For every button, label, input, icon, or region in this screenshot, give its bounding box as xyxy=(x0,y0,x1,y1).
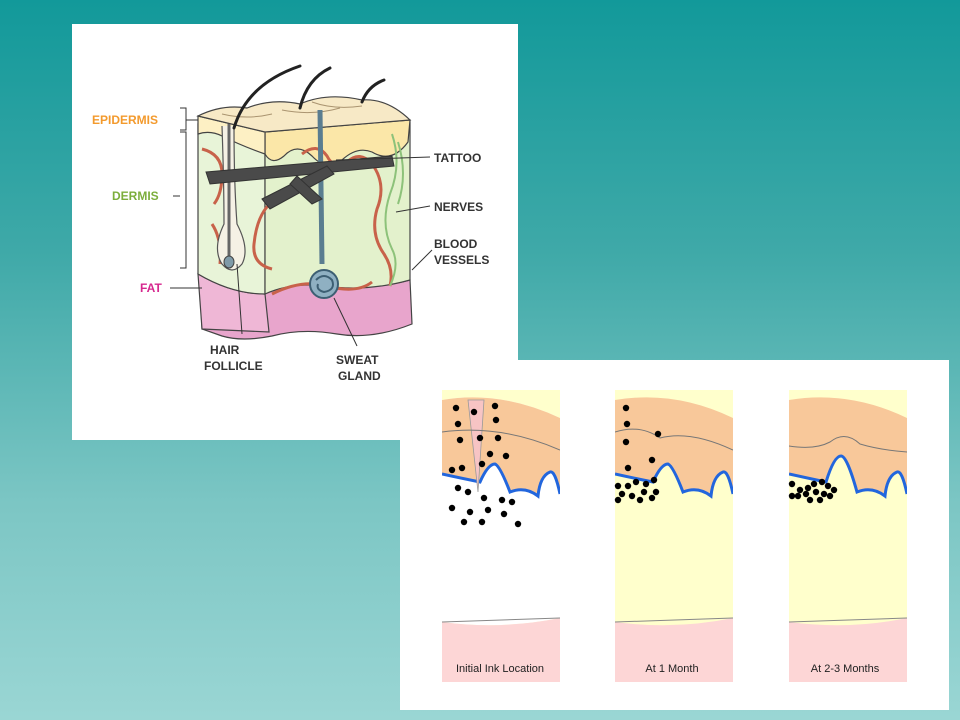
label-gland: GLAND xyxy=(338,369,381,383)
label-hair: HAIR xyxy=(210,343,240,357)
caption-initial: Initial Ink Location xyxy=(456,663,544,675)
label-follicle: FOLLICLE xyxy=(204,359,263,373)
ink-stages-panel: Initial Ink Location At 1 Month At 2-3 M… xyxy=(400,360,949,710)
label-vessels: VESSELS xyxy=(434,253,489,267)
label-epidermis: EPIDERMIS xyxy=(92,113,158,127)
hairs xyxy=(232,64,386,130)
label-blood: BLOOD xyxy=(434,237,478,251)
label-tattoo: TATTOO xyxy=(434,151,481,165)
hair-follicle xyxy=(216,124,246,271)
stage-one-month xyxy=(615,390,733,682)
stage-initial xyxy=(442,390,560,682)
ink-particles-initial xyxy=(448,402,522,528)
skin-top-surface xyxy=(196,96,412,133)
label-fat: FAT xyxy=(140,281,162,295)
label-dermis: DERMIS xyxy=(112,189,159,203)
caption-two-three-months: At 2-3 Months xyxy=(811,663,880,675)
callout-lines xyxy=(170,107,433,347)
caption-one-month: At 1 Month xyxy=(645,663,698,675)
sweat-gland xyxy=(309,109,339,299)
ink-stages: Initial Ink Location At 1 Month At 2-3 M… xyxy=(441,390,908,682)
label-sweat: SWEAT xyxy=(336,353,379,367)
ink-particles-two-three-months xyxy=(788,478,838,504)
nerves xyxy=(384,133,404,287)
stage-two-three-months xyxy=(789,390,907,682)
label-nerves: NERVES xyxy=(434,200,483,214)
ink-particles-one-month xyxy=(614,404,662,504)
tattoo-ink xyxy=(205,155,395,210)
skin-diagram-panel: EPIDERMIS DERMIS FAT TATTOO NERVES BLOOD… xyxy=(72,24,518,440)
skin-cross-section: EPIDERMIS DERMIS FAT TATTOO NERVES BLOOD… xyxy=(92,64,489,383)
